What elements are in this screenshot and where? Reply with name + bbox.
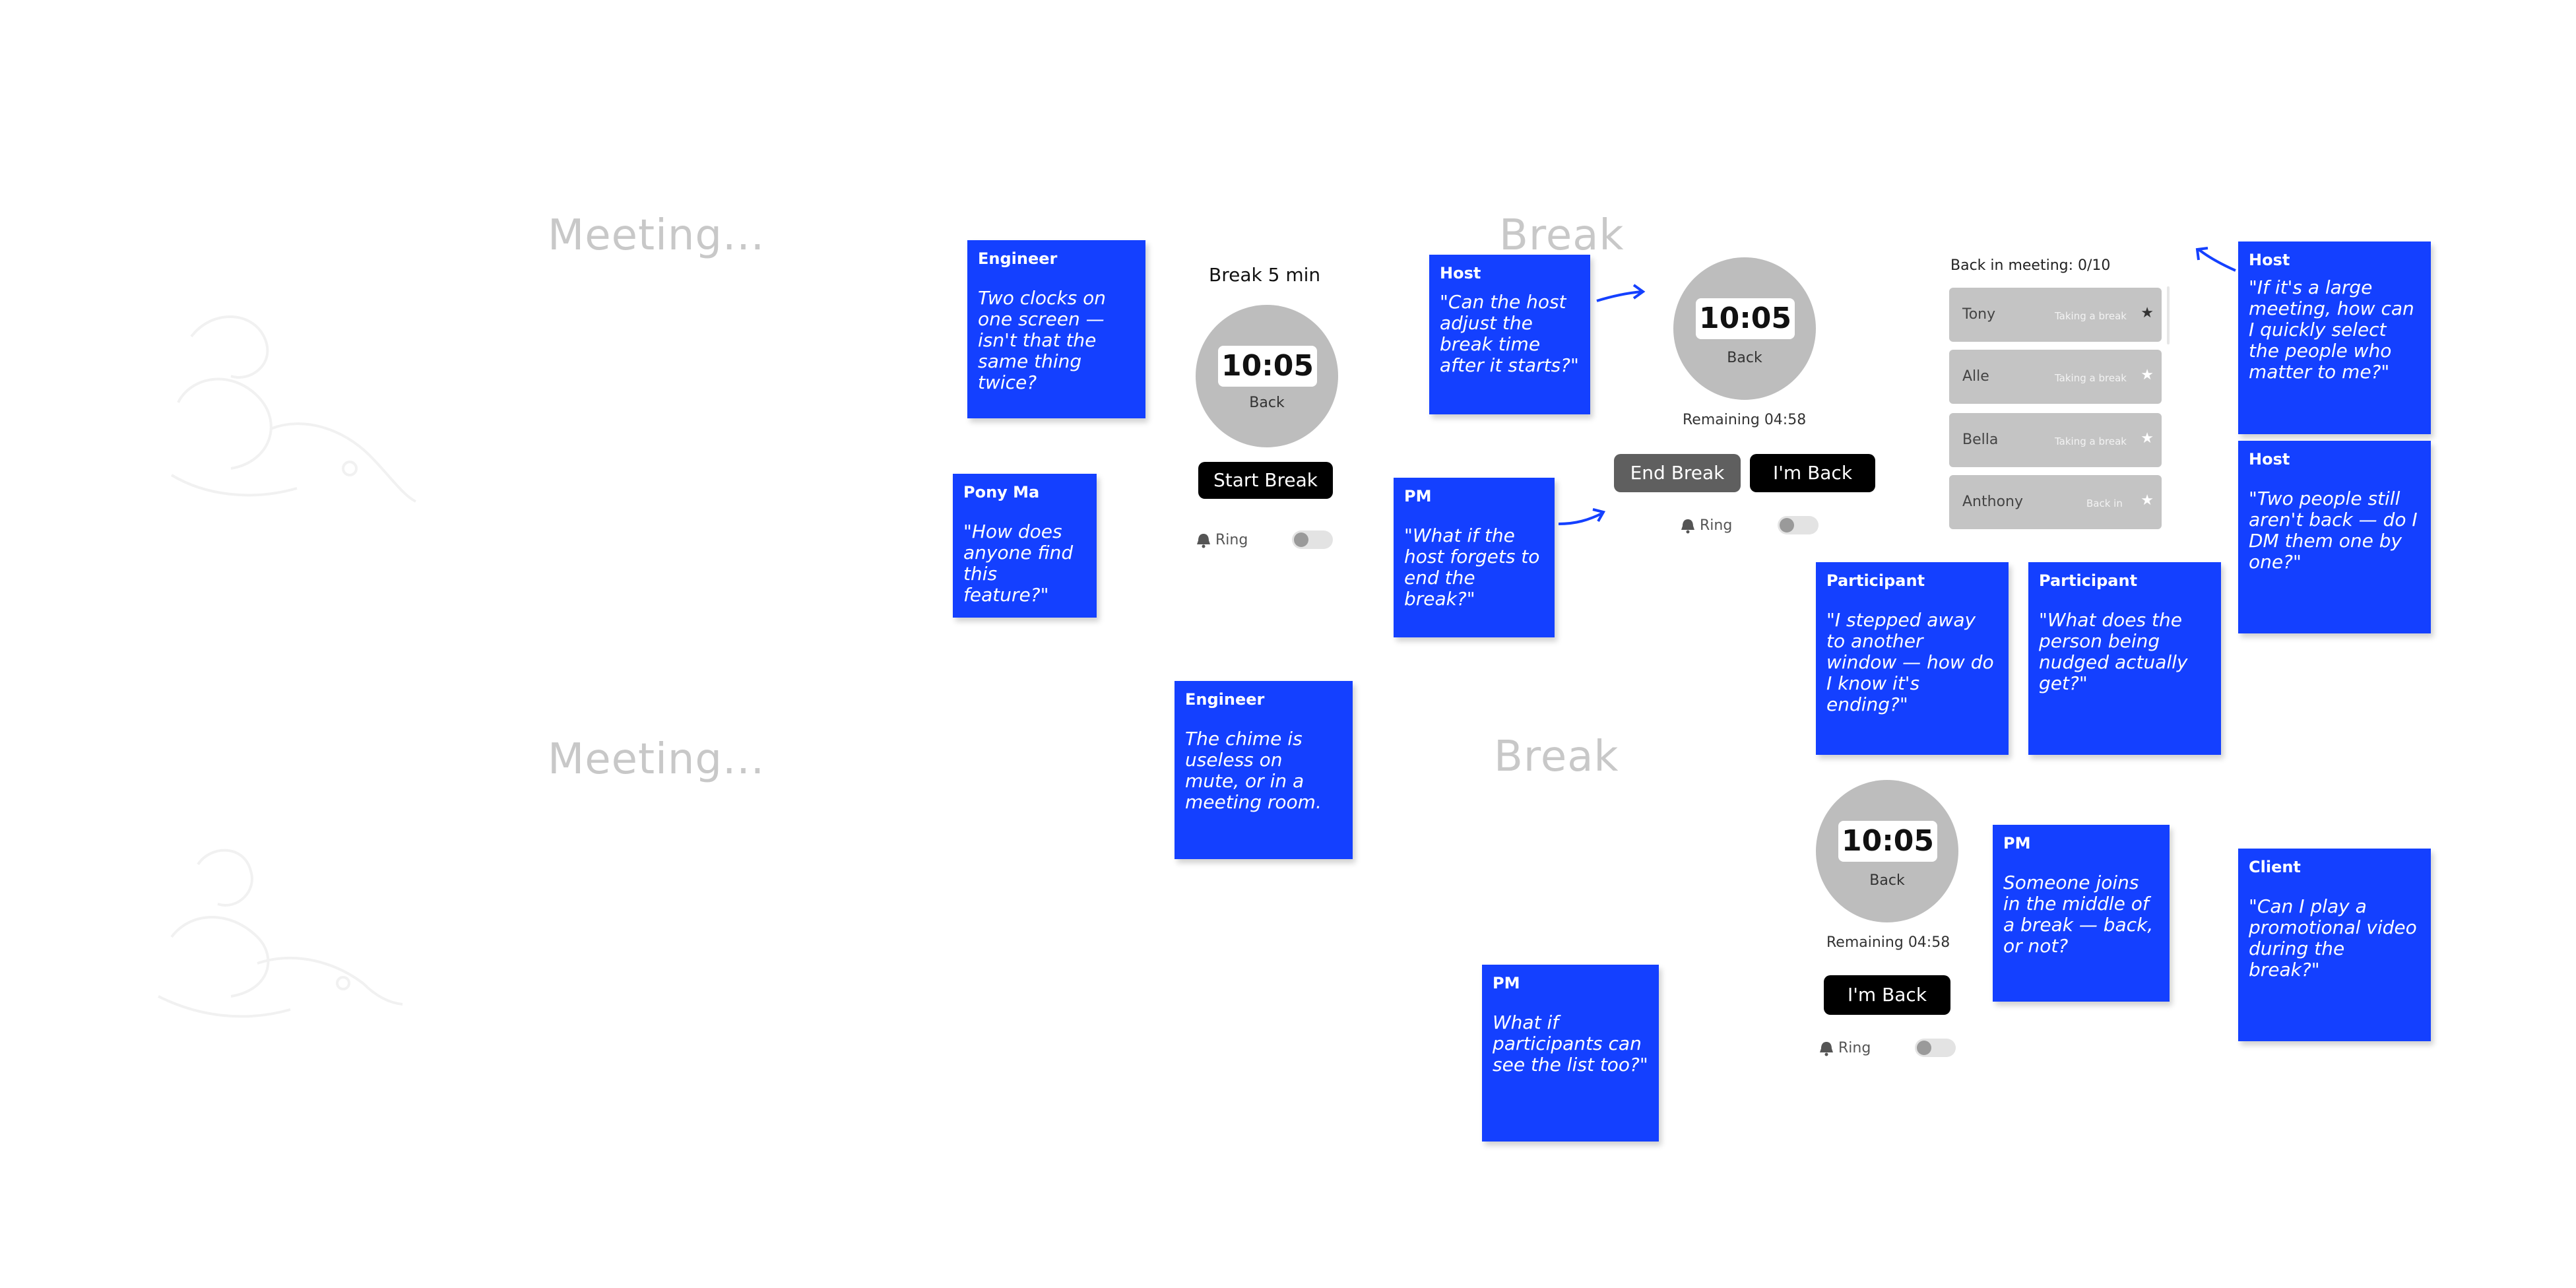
sticky-quote: What if participants can see the list to…	[1493, 1012, 1648, 1076]
clock-time: 10:05	[1838, 821, 1937, 862]
sticky-quote: "Can I play a promotional video during t…	[2249, 895, 2417, 981]
participant-row[interactable]: Bella Taking a break ★	[1949, 413, 2162, 467]
break-clock: 10:05 Back	[1816, 780, 1958, 922]
star-icon[interactable]: ★	[2141, 367, 2154, 383]
break-duration-title: Break 5 min	[1209, 264, 1321, 286]
meeting-sketch-illustration	[158, 849, 403, 1018]
bell-icon	[1197, 534, 1210, 548]
participant-status: Taking a break	[2055, 372, 2127, 384]
sticky-quote: The chime is useless on mute, or in a me…	[1185, 728, 1322, 813]
sticky-note: Engineer The chime is useless on mute, o…	[1175, 681, 1353, 859]
sticky-role: Client	[2249, 858, 2301, 876]
bell-icon	[1820, 1042, 1833, 1056]
sticky-quote: Someone joins in the middle of a break —…	[2003, 872, 2154, 957]
sticky-quote: "If it's a large meeting, how can I quic…	[2249, 276, 2414, 383]
bell-icon	[1681, 519, 1694, 534]
ring-toggle[interactable]	[1915, 1039, 1956, 1057]
sticky-quote: "Two people still aren't back — do I DM …	[2249, 488, 2418, 573]
sticky-note: PM "What if the host forgets to end the …	[1394, 478, 1555, 637]
star-filled-icon[interactable]: ★	[2141, 305, 2154, 321]
section-title-break: Break	[1494, 732, 1619, 781]
sticky-quote: "How does anyone find this feature?"	[963, 521, 1074, 606]
section-title-meeting: Meeting...	[548, 735, 765, 784]
sticky-role: PM	[2003, 834, 2031, 853]
sticky-note: Client "Can I play a promotional video d…	[2238, 849, 2431, 1041]
sticky-note: Host "If it's a large meeting, how can I…	[2238, 242, 2431, 434]
sticky-note: Host "Can the host adjust the break time…	[1429, 255, 1590, 414]
im-back-button[interactable]: I'm Back	[1824, 975, 1950, 1015]
sticky-role: Host	[2249, 251, 2290, 269]
arrow-icon	[2195, 247, 2236, 272]
participant-status: Back in	[2086, 498, 2123, 509]
participant-status: Taking a break	[2055, 310, 2127, 322]
sticky-role: Engineer	[1185, 690, 1265, 709]
participant-name: Tony	[1962, 306, 1996, 323]
sticky-role: Host	[2249, 450, 2290, 468]
participant-name: Bella	[1962, 432, 1999, 448]
sticky-note: Participant "What does the person being …	[2028, 562, 2221, 755]
ring-label: Ring	[1700, 517, 1733, 534]
section-title-meeting: Meeting...	[548, 211, 765, 260]
sticky-note: PM What if participants can see the list…	[1482, 965, 1659, 1142]
meeting-sketch-illustration	[170, 315, 416, 503]
sticky-role: PM	[1404, 487, 1432, 505]
sticky-note: PM Someone joins in the middle of a brea…	[1993, 825, 2170, 1002]
clock-label: Back	[1727, 350, 1762, 366]
im-back-button[interactable]: I'm Back	[1750, 454, 1875, 492]
sticky-note: Engineer Two clocks on one screen — isn'…	[967, 240, 1145, 418]
participant-name: Alle	[1962, 368, 1989, 385]
start-break-button[interactable]: Start Break	[1198, 462, 1333, 499]
remaining-time: Remaining 04:58	[1826, 934, 1950, 951]
participant-status: Taking a break	[2055, 435, 2127, 447]
clock-time: 10:05	[1696, 298, 1795, 339]
sticky-role: Participant	[1826, 571, 1925, 590]
sticky-role: Host	[1440, 264, 1481, 282]
break-clock: 10:05 Back	[1673, 257, 1816, 400]
arrow-icon	[1596, 284, 1646, 302]
sticky-quote: "What if the host forgets to end the bre…	[1404, 525, 1540, 610]
ring-label: Ring	[1838, 1040, 1871, 1056]
participant-row[interactable]: Alle Taking a break ★	[1949, 350, 2162, 404]
sticky-role: Participant	[2039, 571, 2138, 590]
ring-toggle[interactable]	[1292, 531, 1333, 549]
back-in-meeting-count: Back in meeting: 0/10	[1950, 257, 2111, 274]
sticky-note: Host "Two people still aren't back — do …	[2238, 441, 2431, 633]
participant-row[interactable]: Tony Taking a break ★	[1949, 288, 2162, 342]
remaining-time: Remaining 04:58	[1683, 412, 1807, 428]
sticky-note: Participant "I stepped away to another w…	[1816, 562, 2009, 755]
sticky-role: PM	[1493, 974, 1520, 992]
sticky-quote: Two clocks on one screen — isn't that th…	[978, 287, 1107, 393]
sticky-quote: "What does the person being nudged actua…	[2039, 609, 2188, 694]
star-icon[interactable]: ★	[2141, 492, 2154, 509]
sticky-quote: "Can the host adjust the break time afte…	[1440, 291, 1579, 376]
sticky-note: Pony Ma "How does anyone find this featu…	[953, 474, 1097, 618]
arrow-icon	[1558, 508, 1606, 525]
star-icon[interactable]: ★	[2141, 430, 2154, 447]
clock-time: 10:05	[1218, 346, 1317, 387]
sticky-quote: "I stepped away to another window — how …	[1826, 609, 1994, 715]
section-title-break: Break	[1499, 211, 1625, 260]
clock-label: Back	[1249, 395, 1285, 411]
ring-toggle[interactable]	[1778, 516, 1819, 534]
sticky-role: Pony Ma	[963, 483, 1040, 501]
break-clock: 10:05 Back	[1196, 305, 1338, 447]
end-break-button[interactable]: End Break	[1614, 454, 1741, 492]
participant-name: Anthony	[1962, 494, 2023, 510]
list-scrollbar[interactable]	[2167, 286, 2170, 344]
sticky-role: Engineer	[978, 249, 1058, 268]
participant-row[interactable]: Anthony Back in ★	[1949, 475, 2162, 529]
clock-label: Back	[1869, 872, 1905, 889]
ring-label: Ring	[1215, 532, 1248, 548]
